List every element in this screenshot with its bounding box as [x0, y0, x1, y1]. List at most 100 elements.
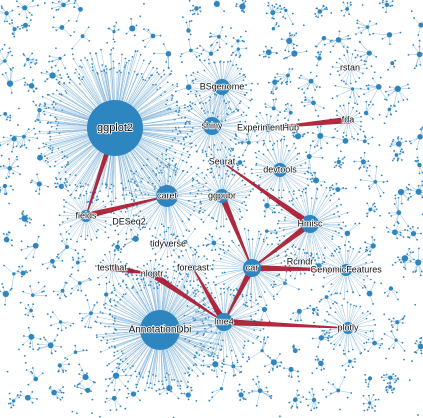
dependency-node [221, 177, 224, 180]
dependency-node [347, 102, 350, 105]
dependency-edge [178, 256, 194, 269]
peripheral-cluster [9, 127, 39, 148]
lone-package-node [1, 48, 4, 51]
lone-package-node [344, 369, 347, 371]
peripheral-node [415, 339, 418, 342]
peripheral-node [31, 391, 34, 393]
peripheral-node [0, 189, 2, 191]
dependency-node [124, 211, 127, 213]
dependency-node [105, 183, 107, 186]
peripheral-node [29, 285, 32, 288]
peripheral-edge [343, 81, 353, 90]
lone-package-node [313, 321, 315, 324]
peripheral-node [232, 36, 235, 39]
peripheral-node [408, 140, 411, 143]
dependency-node [184, 116, 187, 119]
dependency-node [186, 171, 189, 174]
peripheral-cluster [272, 270, 300, 296]
dependency-node [123, 66, 126, 68]
dependency-node [365, 67, 368, 70]
peripheral-node [390, 324, 393, 326]
peripheral-node [393, 150, 396, 152]
peripheral-node [1, 7, 3, 10]
peripheral-node [0, 165, 2, 168]
dependency-node [340, 79, 343, 82]
peripheral-node [334, 84, 337, 87]
peripheral-node [61, 259, 64, 262]
dependency-node [109, 224, 112, 226]
peripheral-node [343, 376, 346, 379]
peripheral-node [29, 66, 32, 69]
peripheral-node [115, 408, 118, 411]
peripheral-edge [370, 86, 379, 103]
peripheral-node [264, 55, 267, 58]
dependency-node [170, 72, 172, 75]
peripheral-node [385, 0, 388, 3]
dependency-node [197, 167, 200, 169]
dependency-node [231, 149, 234, 152]
peripheral-cluster [153, 43, 172, 70]
peripheral-node [220, 369, 223, 372]
peripheral-node [262, 50, 265, 53]
peripheral-cluster [50, 0, 76, 11]
lone-package-node [3, 43, 6, 46]
peripheral-node [38, 193, 41, 195]
peripheral-node [51, 60, 54, 63]
dependency-node [337, 70, 339, 73]
dependency-node [51, 149, 54, 152]
dependency-node [248, 194, 251, 196]
peripheral-node [390, 215, 393, 217]
peripheral-node [276, 87, 278, 89]
peripheral-node [328, 186, 331, 189]
dependency-node [181, 278, 184, 281]
peripheral-node [389, 43, 391, 46]
peripheral-edge [49, 55, 61, 59]
peripheral-cluster [213, 0, 226, 13]
peripheral-node [368, 185, 370, 188]
peripheral-cluster [17, 265, 32, 278]
peripheral-edge [248, 130, 254, 143]
peripheral-node [43, 336, 45, 339]
lone-package-node [179, 55, 182, 58]
dependency-node [132, 278, 135, 280]
lone-package-node [283, 6, 286, 9]
peripheral-node [363, 151, 366, 154]
peripheral-cluster [391, 150, 405, 162]
dependency-node [222, 225, 225, 228]
dependency-node [220, 225, 222, 228]
lone-package-node [190, 19, 193, 22]
dependency-node [215, 220, 218, 223]
dependency-node [135, 184, 138, 186]
peripheral-node [94, 381, 96, 384]
dependency-node [329, 199, 332, 202]
peripheral-node [369, 254, 371, 256]
dependency-node [177, 126, 180, 129]
dependency-node [43, 110, 45, 113]
peripheral-node [210, 44, 212, 47]
lone-package-node [342, 136, 345, 138]
peripheral-node [363, 60, 366, 62]
lone-package-node [90, 390, 92, 393]
dependency-node [34, 133, 37, 135]
peripheral-node [297, 87, 300, 90]
peripheral-node [393, 105, 396, 107]
dependency-node [329, 189, 331, 192]
dependency-node [183, 285, 186, 287]
peripheral-node [402, 236, 405, 238]
peripheral-node [104, 401, 107, 403]
peripheral-node [388, 347, 390, 350]
lone-package-node [230, 27, 232, 30]
peripheral-edge [257, 376, 261, 391]
peripheral-edge [326, 390, 339, 398]
peripheral-node [165, 61, 168, 63]
dependency-node [337, 210, 339, 213]
peripheral-node [379, 344, 382, 347]
peripheral-cluster [56, 233, 77, 260]
dependency-node [194, 93, 197, 96]
lone-package-node [347, 240, 350, 243]
peripheral-node [19, 390, 22, 393]
peripheral-edge [236, 135, 249, 143]
peripheral-node [308, 391, 311, 394]
dependency-node [162, 387, 165, 390]
peripheral-node [347, 365, 350, 368]
